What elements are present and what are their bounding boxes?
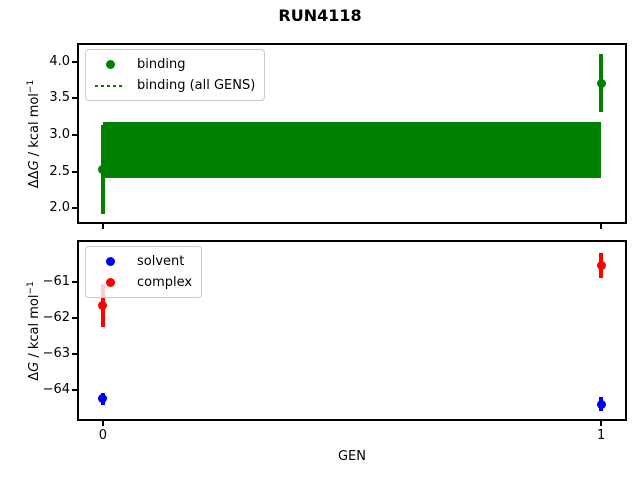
y-tick-mark (72, 133, 77, 136)
x-tick-mark (101, 224, 104, 229)
confidence-band-binding-all-gens (102, 121, 602, 179)
x-tick-mark (600, 224, 603, 229)
y-tick-label: −62 (42, 309, 70, 325)
y-tick-mark (72, 170, 77, 173)
legend: solvent complex (85, 246, 203, 298)
legend-entry-label: complex (137, 275, 193, 290)
data-point-solvent (596, 399, 606, 409)
legend-entry: solvent (93, 251, 192, 272)
data-point-complex (98, 300, 108, 310)
y-tick-label: 2.0 (49, 200, 70, 216)
ylabel-bottom-var: G (27, 361, 43, 372)
legend-entry-label: binding (137, 57, 186, 72)
legend-entry: binding (all GENS) (93, 75, 255, 96)
legend-handle (93, 84, 127, 87)
legend-dot-icon (105, 257, 115, 266)
data-point-binding (98, 164, 108, 174)
y-tick-mark (72, 352, 77, 355)
y-tick-label: −63 (42, 345, 70, 361)
x-axis-label: GEN (337, 449, 366, 464)
legend-entry-label: solvent (137, 254, 185, 269)
y-tick-label: −61 (42, 273, 70, 289)
legend-handle (93, 257, 127, 266)
legend-entry-label: binding (all GENS) (137, 78, 256, 93)
y-tick-mark (72, 316, 77, 319)
y-tick-mark (72, 388, 77, 391)
legend-dotted-line-icon (95, 84, 125, 87)
legend-handle (93, 60, 127, 69)
legend: binding binding (all GENS) (85, 49, 266, 101)
y-tick-mark (72, 280, 77, 283)
y-axis-label-bottom: ΔG / kcal mol−1 (26, 281, 42, 381)
y-tick-mark (72, 97, 77, 100)
data-point-complex (596, 261, 606, 271)
legend-dot-icon (105, 278, 115, 287)
y-tick-label: 3.5 (49, 90, 70, 106)
x-tick-mark (600, 421, 603, 426)
legend-entry: binding (93, 54, 255, 75)
y-tick-label: 3.0 (49, 126, 70, 142)
figure-title: RUN4118 (278, 6, 362, 25)
data-point-solvent (98, 394, 108, 404)
legend-dot-icon (105, 60, 115, 69)
y-tick-mark (72, 60, 77, 63)
x-tick-label: 0 (98, 428, 108, 443)
y-tick-mark (72, 207, 77, 210)
y-tick-label: −64 (42, 381, 70, 397)
x-tick-mark (101, 421, 104, 426)
y-tick-label: 2.5 (49, 163, 70, 179)
x-tick-label: 1 (596, 428, 606, 443)
ylabel-bottom-delta: Δ (27, 371, 43, 381)
legend-entry: complex (93, 272, 192, 293)
legend-handle (93, 278, 127, 287)
y-tick-label: 4.0 (49, 53, 70, 69)
data-point-binding (596, 78, 606, 88)
